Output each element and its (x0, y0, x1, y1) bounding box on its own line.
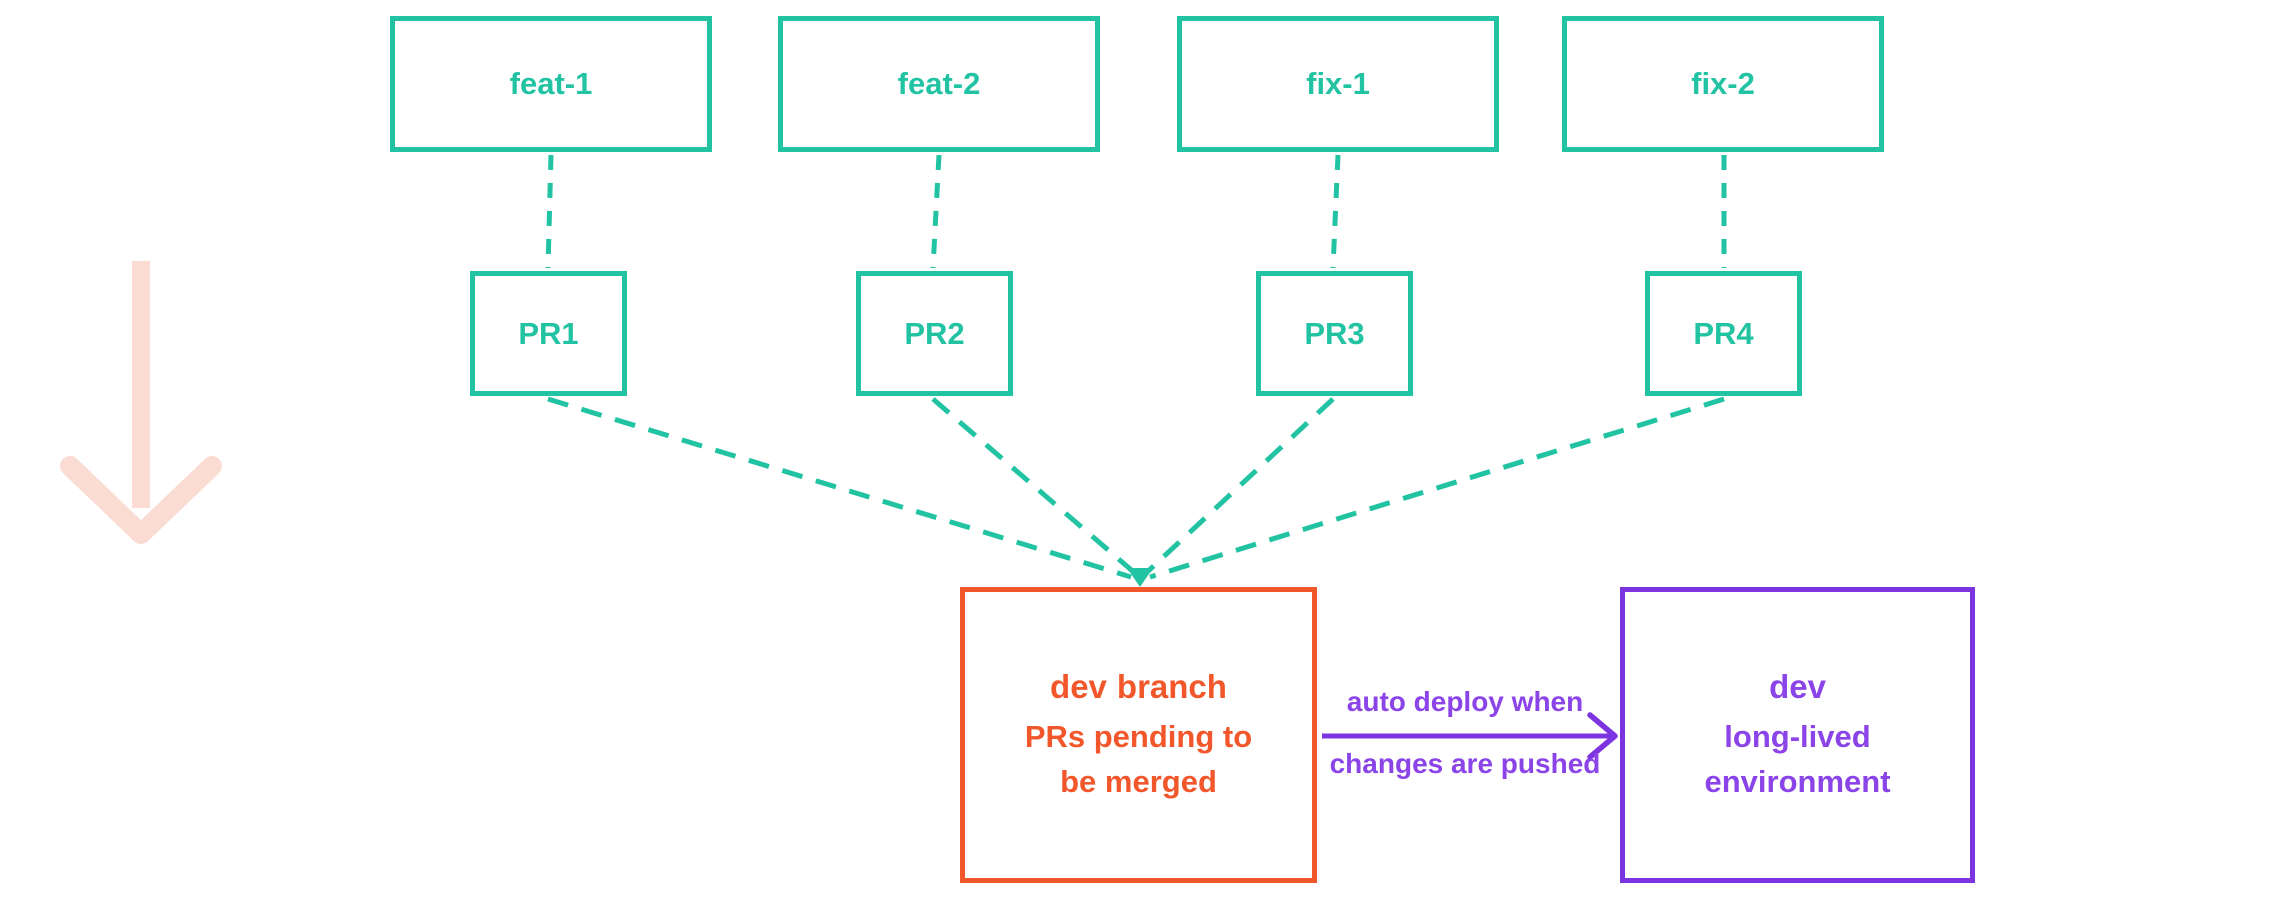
merge-arrowhead-icon (1127, 568, 1153, 587)
deploy-arrow-label-line2: changes are pushed (1329, 748, 1601, 779)
flow-down-arrow-icon (60, 261, 222, 544)
pr-label: PR3 (1304, 315, 1365, 351)
branch-label: fix-2 (1691, 66, 1755, 101)
dev-environment-box: dev long-lived environment (1620, 587, 1975, 883)
pr-merge-line (1149, 396, 1725, 580)
deploy-arrow-label-line1: auto deploy when (1346, 686, 1584, 717)
branch-label: feat-2 (897, 66, 981, 101)
branch-pr-connector-line (545, 154, 554, 269)
pr-label: PR2 (904, 315, 965, 351)
branch-box-feat-1: feat-1 (390, 16, 712, 152)
branch-box-feat-2: feat-2 (778, 16, 1100, 152)
environment-title: dev (1769, 667, 1826, 705)
branch-label: feat-1 (509, 66, 593, 101)
pr-merge-line (547, 396, 1132, 580)
dev-branch-subtitle-line1: PRs pending to (1024, 719, 1253, 755)
branch-pr-connector-line (930, 154, 942, 269)
dev-branch-title: dev branch (1050, 665, 1227, 710)
dev-branch-title-emphasis: dev (1050, 667, 1107, 705)
dev-branch-title-rest: branch (1116, 667, 1227, 705)
pr-merge-connectors (547, 396, 1725, 580)
environment-subtitle-line1: long-lived (1724, 719, 1871, 755)
pr-label: PR1 (518, 315, 579, 351)
pr-merge-line (1143, 397, 1335, 576)
branch-to-pr-connectors (545, 154, 1727, 269)
dev-branch-box: dev branch PRs pending to be merged (960, 587, 1317, 883)
branch-box-fix-2: fix-2 (1562, 16, 1884, 152)
pr-label: PR4 (1693, 315, 1754, 351)
pr-box-pr4: PR4 (1645, 271, 1802, 396)
pr-merge-line (931, 397, 1138, 576)
branch-box-fix-1: fix-1 (1177, 16, 1499, 152)
branch-label: fix-1 (1306, 66, 1370, 101)
environment-subtitle-line2: environment (1704, 764, 1891, 800)
pr-box-pr2: PR2 (856, 271, 1013, 396)
dev-branch-subtitle-line2: be merged (1060, 764, 1217, 800)
branch-pr-connector-line (1330, 154, 1341, 269)
pr-box-pr3: PR3 (1256, 271, 1413, 396)
pr-box-pr1: PR1 (470, 271, 627, 396)
